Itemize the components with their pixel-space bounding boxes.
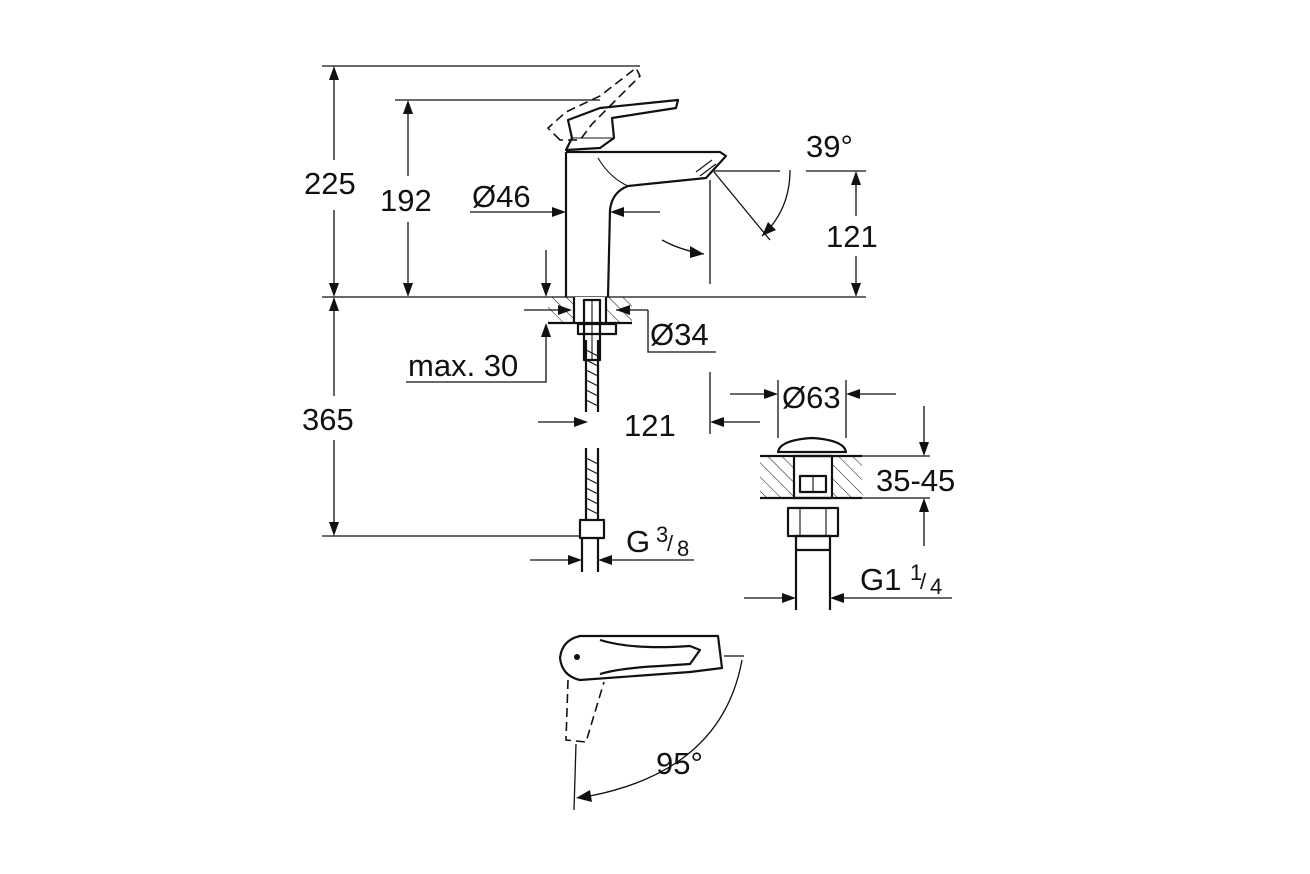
label-121-projection: 121 [624, 408, 676, 443]
label-diameter-46: Ø46 [472, 179, 531, 214]
label-g-3-8: G 3 / 8 [626, 522, 689, 561]
lever-raised-outline [546, 66, 641, 141]
svg-text:G: G [626, 524, 650, 559]
svg-text:3: 3 [656, 522, 668, 547]
label-95-degrees: 95° [656, 746, 703, 781]
dimension-labels: 225 192 Ø46 39° 121 Ø34 max. 30 365 121 … [302, 129, 955, 781]
plan-lever [558, 634, 724, 682]
svg-text:/: / [667, 531, 674, 556]
label-35-45: 35-45 [876, 463, 955, 498]
label-192: 192 [380, 183, 432, 218]
faucet-side-view [546, 66, 791, 298]
label-diameter-34: Ø34 [650, 317, 709, 352]
label-39-degrees: 39° [806, 129, 853, 164]
label-diameter-63: Ø63 [782, 380, 841, 415]
pop-up-waste [730, 380, 952, 610]
supply-hose [578, 340, 606, 572]
angle-95-arc [589, 659, 743, 797]
label-g1-1-4: G1 1 / 4 [860, 560, 942, 599]
label-121-height: 121 [826, 219, 878, 254]
mounting-section [406, 250, 716, 572]
svg-text:G1: G1 [860, 562, 901, 597]
dimension-lines [329, 66, 861, 565]
svg-text:1: 1 [910, 560, 922, 585]
spout [566, 150, 728, 298]
label-max-30: max. 30 [408, 348, 518, 383]
lever [564, 98, 680, 152]
svg-text:8: 8 [677, 536, 689, 561]
svg-text:4: 4 [930, 574, 942, 599]
faucet-plan-view [558, 634, 744, 811]
svg-text:/: / [920, 569, 927, 594]
waste-cap [776, 436, 848, 454]
angle-39-arc [761, 169, 791, 237]
label-225: 225 [304, 166, 356, 201]
label-365: 365 [302, 402, 354, 437]
